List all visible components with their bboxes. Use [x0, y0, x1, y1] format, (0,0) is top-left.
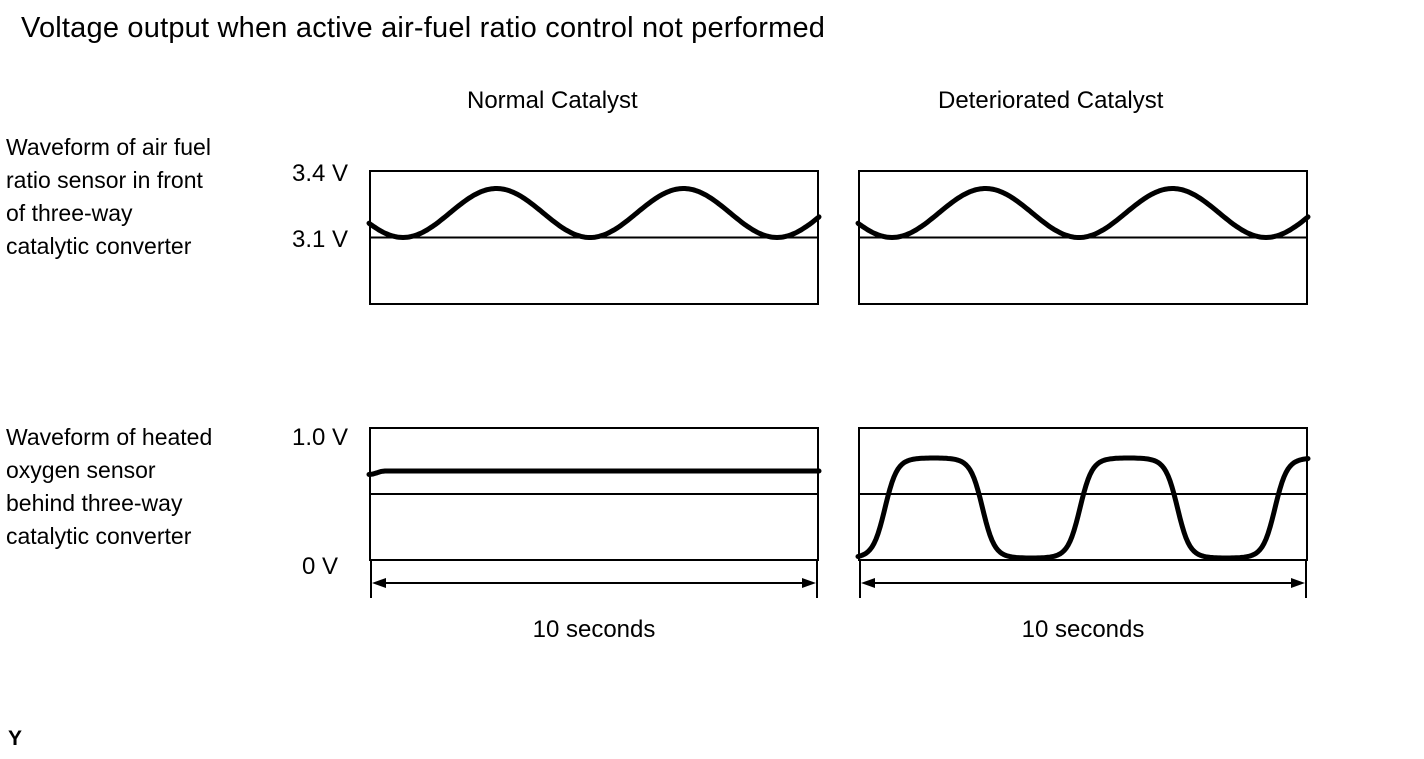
- voltage-label-3-1v: 3.1 V: [291, 226, 349, 253]
- waveform-panel-front-normal: [366, 170, 822, 305]
- waveform-trace: [366, 468, 822, 477]
- row-label-rear-sensor: Waveform of heated oxygen sensor behind …: [6, 424, 213, 549]
- voltage-label-1-0v: 1.0 V: [291, 424, 349, 451]
- page-title: Voltage output when active air-fuel rati…: [21, 12, 826, 44]
- waveform-panel-front-deteriorated: [855, 170, 1311, 305]
- waveform-trace: [855, 455, 1311, 561]
- arrowhead-left-icon: [861, 578, 875, 588]
- waveform-trace: [366, 186, 822, 240]
- column-header-deteriorated-catalyst: Deteriorated Catalyst: [938, 87, 1164, 114]
- footer-mark: Y: [8, 727, 23, 750]
- arrowhead-right-icon: [802, 578, 816, 588]
- row-label-front-sensor: Waveform of air fuel ratio sensor in fro…: [6, 134, 211, 259]
- arrowhead-left-icon: [372, 578, 386, 588]
- waveform-panel-rear-normal: [366, 427, 822, 598]
- voltage-label-0v: 0 V: [301, 553, 339, 580]
- time-span-label-right: 10 seconds: [1021, 616, 1145, 643]
- waveform-panel-rear-deteriorated: [855, 427, 1311, 598]
- waveform-trace: [855, 186, 1311, 240]
- voltage-label-3-4v: 3.4 V: [291, 160, 349, 187]
- time-span-label-left: 10 seconds: [532, 616, 656, 643]
- arrowhead-right-icon: [1291, 578, 1305, 588]
- column-header-normal-catalyst: Normal Catalyst: [467, 87, 638, 114]
